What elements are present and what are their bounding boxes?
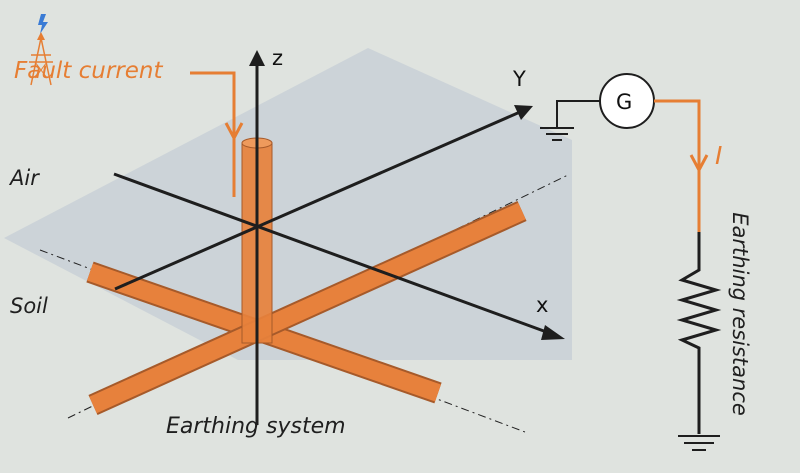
current-arrowhead	[689, 154, 709, 174]
lightning-tower-icon	[29, 14, 53, 86]
axis-y-label: Y	[513, 67, 526, 91]
current-wire	[654, 99, 701, 232]
fault-current-arrow	[190, 71, 236, 197]
electrode-rod-2-fill	[89, 202, 526, 414]
soil-label: Soil	[10, 294, 48, 318]
current-label: I	[715, 141, 723, 170]
fault-current-label: Fault current	[14, 58, 163, 84]
axis-z-label: z	[272, 46, 284, 70]
circuit-wire-ground	[556, 100, 600, 127]
axis-y-arrowhead	[514, 105, 533, 120]
fault-current-arrowhead	[224, 122, 244, 142]
resistor-symbol	[676, 232, 722, 434]
axis-x-label: x	[536, 293, 549, 317]
axis-x-arrowhead	[541, 325, 565, 340]
axis-z-arrowhead	[249, 50, 265, 66]
earthing-resistance-label: Earthing resistance	[728, 212, 752, 416]
axis-y	[114, 110, 521, 291]
air-label: Air	[10, 166, 39, 190]
earthing-system-label: Earthing system	[166, 414, 346, 439]
generator-label: G	[616, 90, 633, 114]
axis-x	[113, 172, 553, 336]
